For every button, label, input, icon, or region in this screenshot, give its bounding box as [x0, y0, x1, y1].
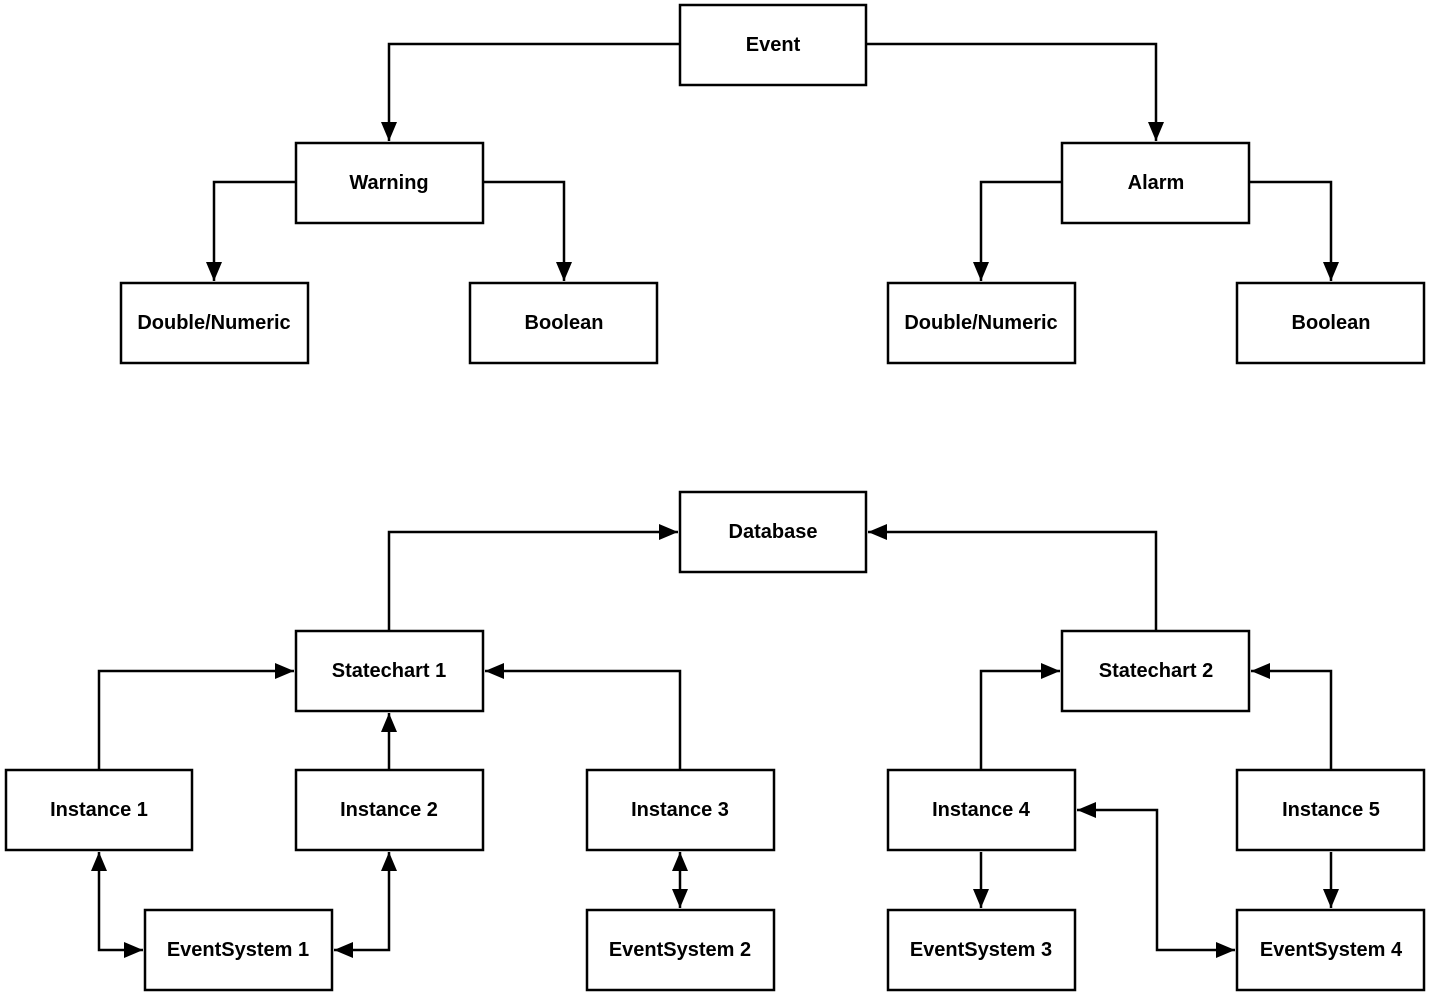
node-statechart-1: Statechart 1: [294, 629, 485, 713]
node-database-label: Database: [729, 521, 818, 543]
node-alarm-boolean-box: [1235, 281, 1426, 365]
node-eventsystem-4: EventSystem 4: [1235, 908, 1426, 992]
node-database-box: [678, 490, 868, 574]
node-eventsystem-4-box: [1235, 908, 1426, 992]
node-warning: Warning: [294, 141, 485, 225]
node-instance-3-label: Instance 3: [631, 799, 729, 821]
node-eventsystem-2-label: EventSystem 2: [609, 939, 751, 961]
node-alarm-double-numeric-label: Double/Numeric: [904, 312, 1057, 334]
edge-instance-4-eventsystem-4: [1077, 802, 1235, 958]
node-alarm-double-numeric: Double/Numeric: [886, 281, 1077, 365]
node-warning-double-numeric: Double/Numeric: [119, 281, 310, 365]
edge-instance-2-eventsystem-1: [334, 852, 397, 958]
node-warning-boolean-box: [468, 281, 659, 365]
edge-alarm-to-boolean: [1249, 180, 1339, 281]
node-warning-boolean: Boolean: [468, 281, 659, 365]
node-eventsystem-3-box: [886, 908, 1077, 992]
node-eventsystem-1-box: [143, 908, 334, 992]
edge-instance-1-eventsystem-1: [91, 852, 143, 958]
edge-instance-1-to-statechart-1: [97, 663, 294, 770]
node-alarm-label: Alarm: [1128, 172, 1185, 194]
edges-system-architecture: [91, 524, 1339, 958]
edge-warning-to-double-numeric: [206, 180, 296, 281]
node-statechart-2-box: [1060, 629, 1251, 713]
edge-instance-3-to-statechart-1: [485, 663, 682, 770]
node-alarm-boolean: Boolean: [1235, 281, 1426, 365]
edges-event-hierarchy: [206, 42, 1339, 281]
edge-event-to-warning: [381, 42, 680, 141]
node-eventsystem-1-label: EventSystem 1: [167, 939, 309, 961]
node-instance-2-label: Instance 2: [340, 799, 438, 821]
node-instance-5-label: Instance 5: [1282, 799, 1380, 821]
node-warning-label: Warning: [349, 172, 428, 194]
node-alarm-boolean-label: Boolean: [1292, 312, 1371, 334]
node-instance-4-box: [886, 768, 1077, 852]
edge-warning-to-boolean: [483, 180, 572, 281]
node-event: Event: [678, 3, 868, 87]
node-statechart-2-label: Statechart 2: [1099, 660, 1214, 682]
edge-statechart-1-to-database: [387, 524, 678, 631]
node-instance-3: Instance 3: [585, 768, 776, 852]
node-statechart-2: Statechart 2: [1060, 629, 1251, 713]
node-eventsystem-1: EventSystem 1: [143, 908, 334, 992]
node-statechart-1-box: [294, 629, 485, 713]
node-statechart-1-label: Statechart 1: [332, 660, 447, 682]
node-warning-box: [294, 141, 485, 225]
node-eventsystem-4-label: EventSystem 4: [1260, 939, 1403, 961]
node-instance-3-box: [585, 768, 776, 852]
edge-event-to-alarm: [866, 42, 1164, 141]
node-instance-5: Instance 5: [1235, 768, 1426, 852]
node-warning-double-numeric-label: Double/Numeric: [137, 312, 290, 334]
node-eventsystem-2-box: [585, 908, 776, 992]
node-instance-2: Instance 2: [294, 768, 485, 852]
node-alarm: Alarm: [1060, 141, 1251, 225]
node-instance-2-box: [294, 768, 485, 852]
node-instance-1-label: Instance 1: [50, 799, 148, 821]
node-warning-boolean-label: Boolean: [525, 312, 604, 334]
node-instance-4: Instance 4: [886, 768, 1077, 852]
node-event-box: [678, 3, 868, 87]
edge-instance-5-to-statechart-2: [1251, 663, 1333, 770]
node-instance-4-label: Instance 4: [932, 799, 1031, 821]
node-alarm-box: [1060, 141, 1251, 225]
node-warning-double-numeric-box: [119, 281, 310, 365]
edge-alarm-to-double-numeric: [973, 180, 1062, 281]
edge-statechart-2-to-database: [868, 524, 1158, 631]
node-eventsystem-3-label: EventSystem 3: [910, 939, 1052, 961]
node-event-label: Event: [746, 34, 801, 56]
node-instance-1-box: [4, 768, 194, 852]
node-instance-1: Instance 1: [4, 768, 194, 852]
edge-instance-4-to-statechart-2: [979, 663, 1060, 770]
node-instance-5-box: [1235, 768, 1426, 852]
node-eventsystem-3: EventSystem 3: [886, 908, 1077, 992]
node-eventsystem-2: EventSystem 2: [585, 908, 776, 992]
node-database: Database: [678, 490, 868, 574]
node-alarm-double-numeric-box: [886, 281, 1077, 365]
